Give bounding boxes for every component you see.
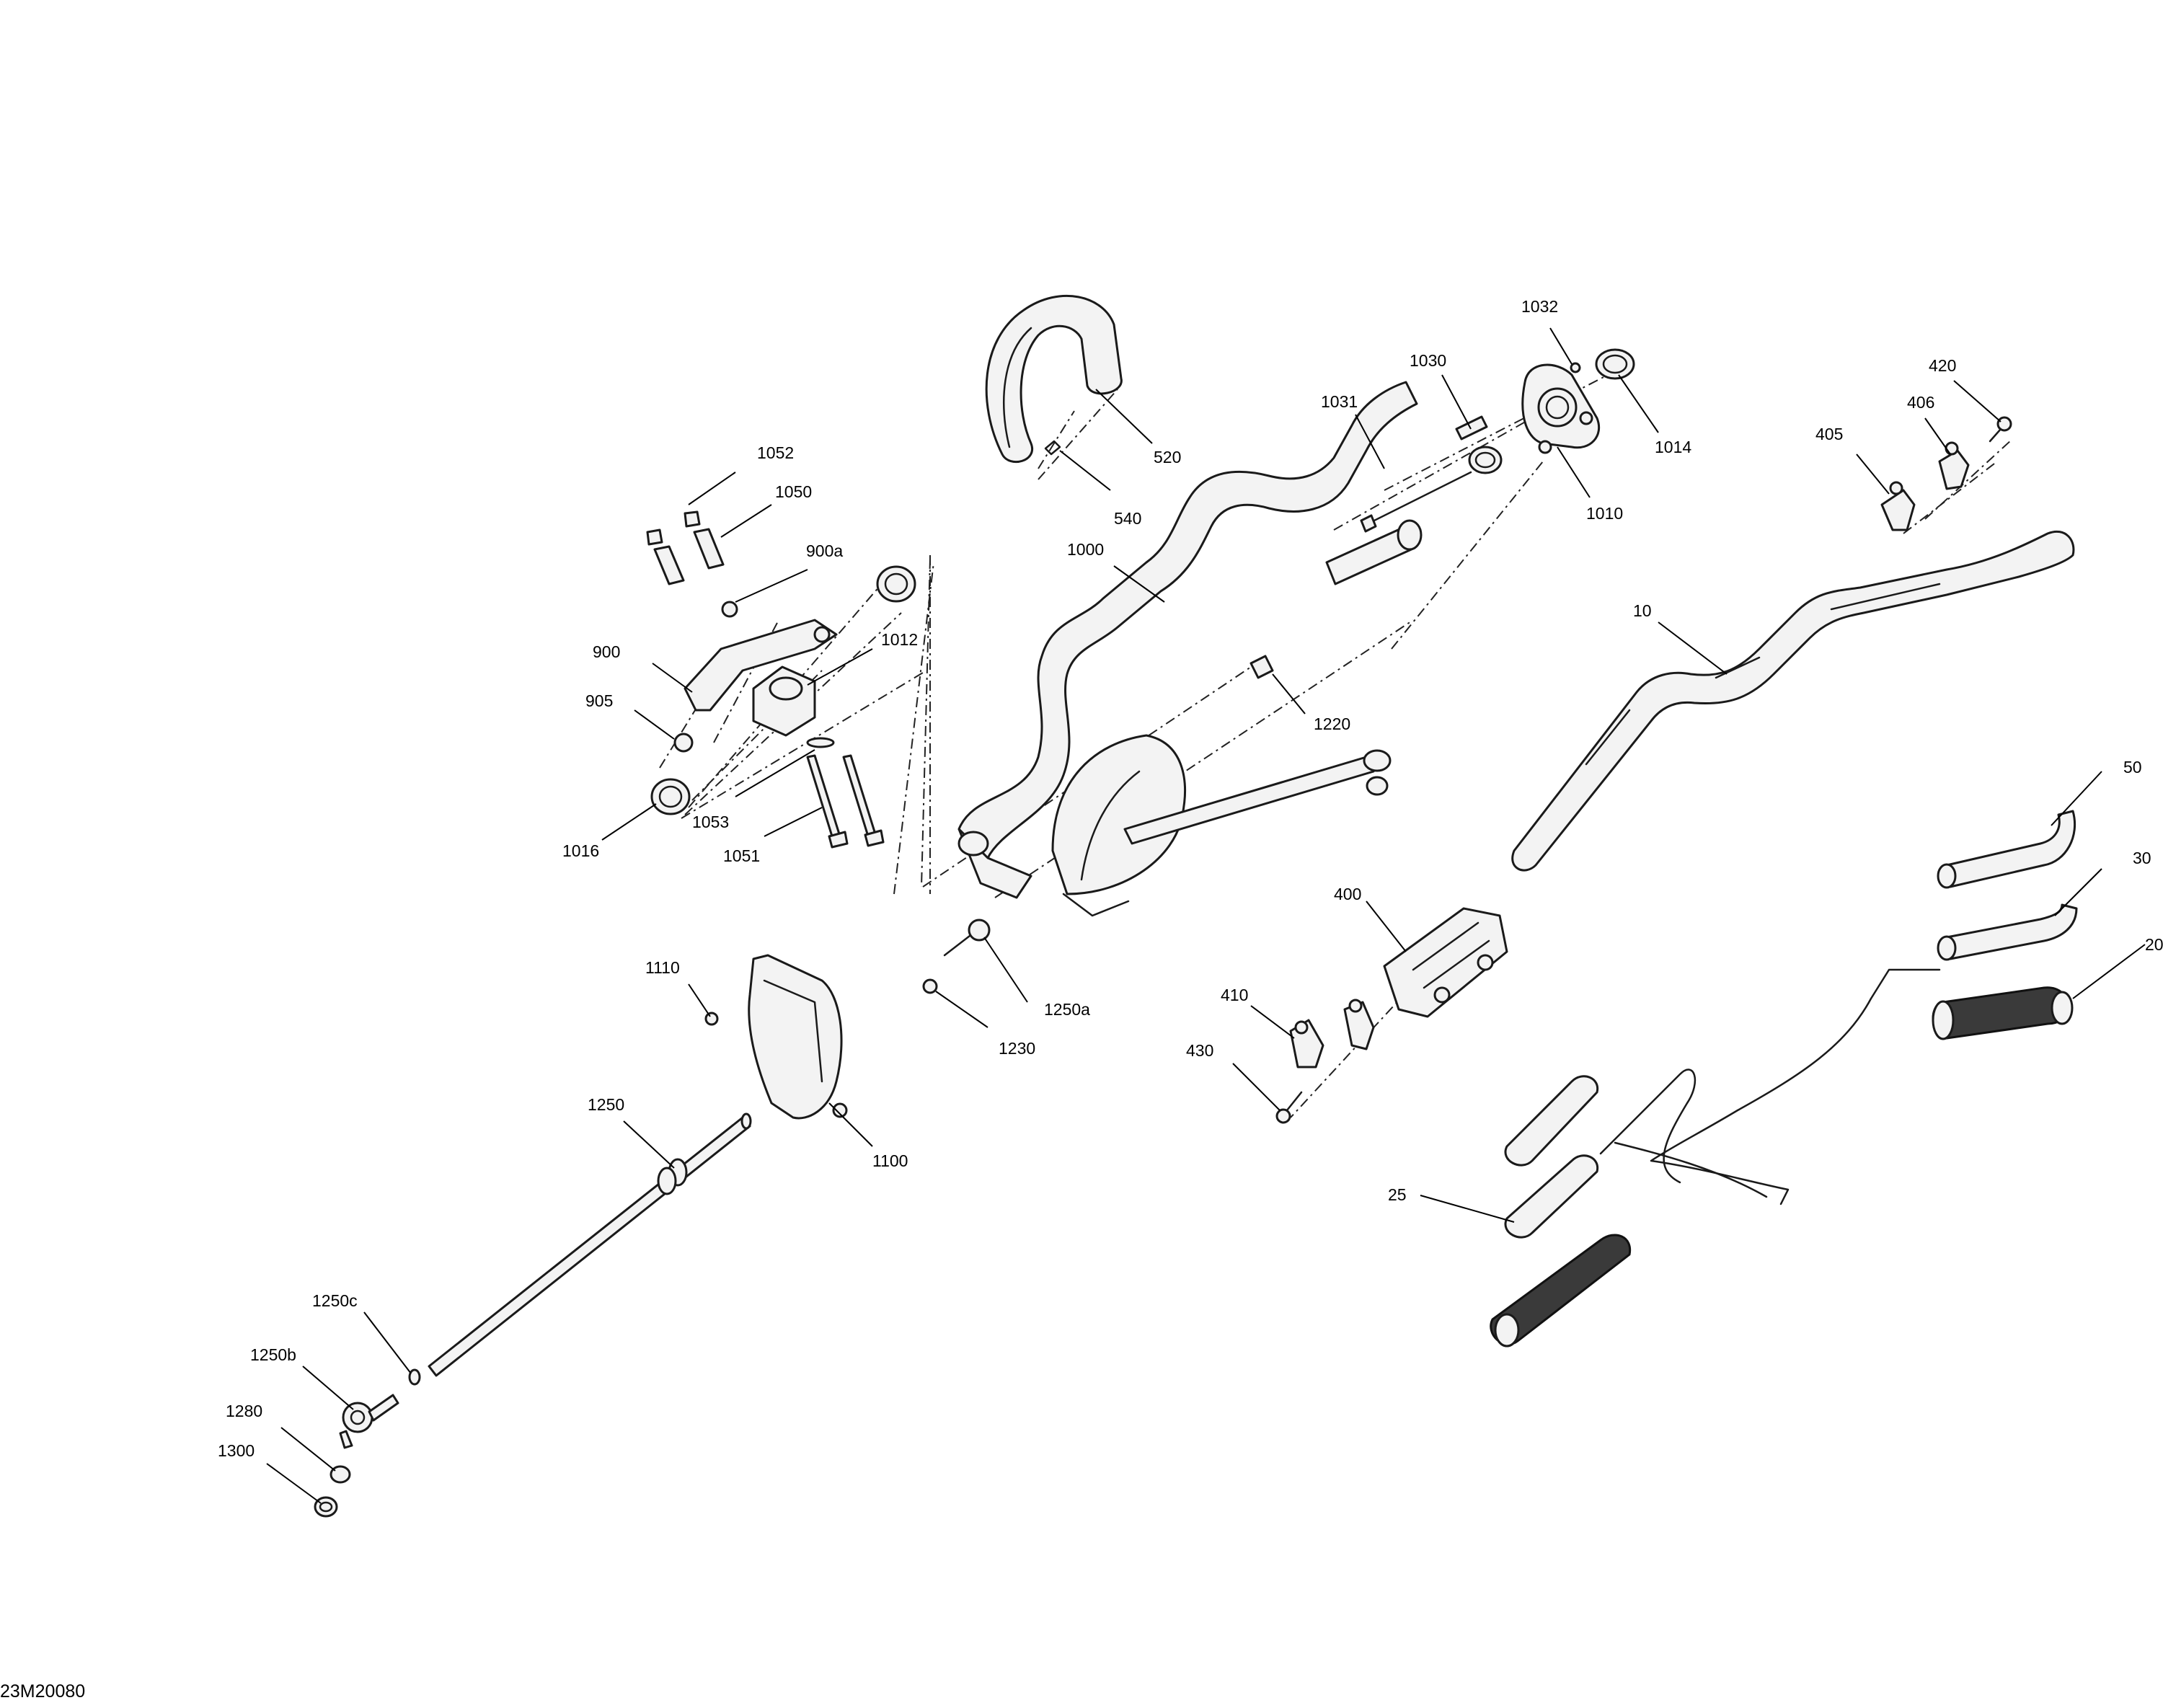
bracket-400	[1383, 907, 1508, 1018]
tube-cover-50	[1937, 810, 2076, 889]
handle-grip-520	[985, 294, 1123, 464]
callout-406: 406	[1907, 393, 1934, 412]
callout-1250: 1250	[588, 1095, 624, 1114]
screw-1220	[1249, 655, 1274, 679]
handlebar-frame-1000	[957, 381, 1423, 917]
callout-900: 900	[593, 642, 620, 661]
callout-420: 420	[1929, 356, 1956, 375]
callout-50: 50	[2123, 758, 2142, 776]
callout-430: 430	[1186, 1041, 1213, 1060]
block-1012	[752, 665, 816, 737]
screw-1052a	[646, 528, 663, 546]
housing-1100	[748, 954, 848, 1120]
clip-540	[1044, 440, 1061, 456]
washer-1280	[329, 1465, 351, 1484]
callout-1030: 1030	[1410, 351, 1446, 370]
callout-25: 25	[1388, 1185, 1407, 1204]
callout-520: 520	[1154, 448, 1181, 466]
bolt-1051b	[842, 754, 885, 847]
spacer-1050b	[693, 528, 725, 570]
callout-1000: 1000	[1067, 540, 1104, 559]
tie-rod-end-1250a	[943, 919, 991, 957]
callout-1053: 1053	[692, 813, 729, 831]
grip-sleeve-25a	[1504, 1075, 1599, 1167]
callout-1100: 1100	[872, 1151, 908, 1170]
ring-bushing-1010b	[1468, 446, 1503, 474]
callout-405: 405	[1815, 425, 1843, 443]
tube-cover-30	[1937, 903, 2078, 961]
figure-id: 23M20080	[0, 1681, 85, 1702]
clamp-406	[1938, 441, 1970, 490]
ring-1014	[1595, 348, 1635, 380]
callout-900a: 900a	[806, 541, 843, 560]
callout-1012: 1012	[881, 630, 918, 649]
callout-1032: 1032	[1521, 297, 1558, 316]
callout-20: 20	[2145, 935, 2163, 954]
heater-wire	[1599, 968, 1941, 1205]
tie-rod-end-1250b	[339, 1394, 399, 1449]
callout-10: 10	[1633, 601, 1652, 620]
washer-1053	[806, 737, 835, 748]
clip-1250c	[408, 1368, 421, 1386]
grip-sleeve-25b	[1504, 1154, 1599, 1239]
nut-1300	[314, 1496, 338, 1518]
callout-1051: 1051	[723, 846, 760, 865]
sleeve-1030	[1455, 415, 1488, 441]
grip-20	[1932, 986, 2074, 1040]
bolt-1051a	[806, 754, 849, 849]
callout-1016: 1016	[562, 841, 599, 860]
steering-shaft-1250	[428, 1112, 752, 1377]
callout-1250c: 1250c	[312, 1291, 358, 1310]
callout-1031: 1031	[1321, 392, 1358, 411]
bolt-1031	[1360, 471, 1472, 533]
callout-400: 400	[1334, 885, 1361, 903]
spacer-1050a	[653, 545, 685, 585]
callout-1250b: 1250b	[250, 1345, 296, 1364]
bracket-900	[684, 619, 838, 712]
ring-1012-top	[876, 565, 916, 603]
grip-25	[1490, 1234, 1632, 1348]
callout-1010: 1010	[1586, 504, 1623, 523]
clamp-410b	[1343, 999, 1375, 1050]
handlebar-tube-10	[1511, 530, 2075, 872]
callout-410: 410	[1221, 986, 1248, 1004]
callout-30: 30	[2133, 849, 2151, 867]
pin-900a	[721, 601, 738, 618]
callout-labels: 520 540 1000 1010 1014 1030 1031 1032 10…	[218, 297, 2163, 1460]
ring-1016	[650, 778, 691, 815]
clamp-405	[1880, 481, 1916, 531]
screw-430	[1275, 1091, 1303, 1124]
callout-1220: 1220	[1314, 714, 1350, 733]
screw-1110	[704, 1012, 719, 1026]
callout-1230: 1230	[999, 1039, 1035, 1058]
clamp-assembly-1010	[1521, 363, 1600, 454]
callout-1014: 1014	[1655, 438, 1691, 456]
screw-1052b	[684, 510, 701, 528]
nut-1230	[922, 978, 938, 994]
callout-1050: 1050	[775, 482, 812, 501]
callout-905: 905	[585, 691, 613, 710]
leader-lines	[266, 327, 2146, 1504]
clamp-410a	[1289, 1019, 1324, 1068]
callout-1280: 1280	[226, 1402, 262, 1420]
callout-1250a: 1250a	[1044, 1000, 1090, 1019]
callout-1052: 1052	[757, 443, 794, 462]
callout-1300: 1300	[218, 1441, 255, 1460]
callout-1110: 1110	[645, 958, 680, 977]
screw-420	[1989, 416, 2012, 443]
callout-540: 540	[1114, 509, 1141, 528]
nut-1032	[1570, 362, 1581, 373]
nut-905	[673, 733, 694, 753]
